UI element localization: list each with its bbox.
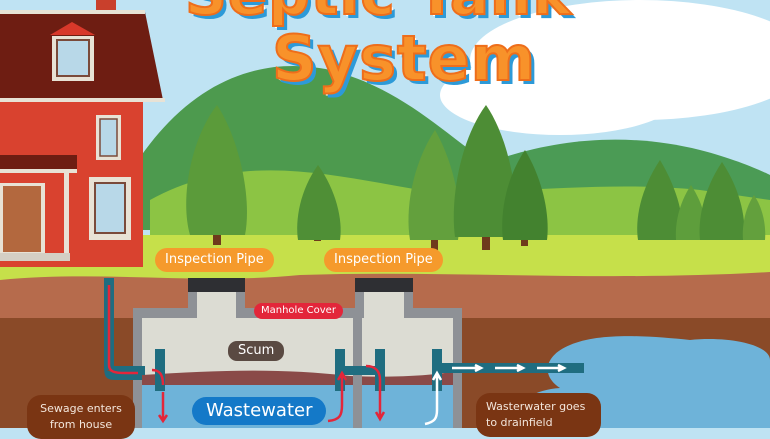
pine-tree-icon bbox=[675, 185, 707, 240]
arrow-icon bbox=[424, 370, 443, 426]
manhole-cover-left bbox=[188, 278, 245, 292]
sewage-enters-label: Sewage enters from house bbox=[27, 395, 135, 439]
pine-tree-icon bbox=[637, 160, 683, 240]
title-line-1: Septic Tank bbox=[184, 0, 572, 29]
trees bbox=[186, 105, 766, 253]
pine-tree-icon bbox=[408, 130, 460, 253]
manhole-cover-label: Manhole Cover bbox=[254, 303, 343, 319]
pine-tree-icon bbox=[453, 105, 517, 250]
cloud bbox=[440, 55, 680, 135]
arrow-icon bbox=[452, 363, 567, 373]
pine-tree-icon bbox=[502, 150, 548, 246]
inspection-pipe-label-right: Inspection Pipe bbox=[324, 248, 443, 272]
drainfield-label: Wasterwater goes to drainfield bbox=[476, 393, 601, 437]
flow-arrows bbox=[107, 285, 567, 426]
pine-tree-icon bbox=[186, 105, 247, 245]
arrow-icon bbox=[151, 368, 165, 386]
arrow-icon bbox=[107, 285, 138, 375]
arrow-icon bbox=[327, 370, 348, 423]
arrow-icon bbox=[157, 392, 169, 424]
pine-tree-icon bbox=[742, 195, 766, 240]
arrow-icon bbox=[365, 364, 386, 422]
pine-tree-icon bbox=[297, 165, 341, 241]
pine-tree-icon bbox=[699, 162, 745, 240]
house-illustration bbox=[0, 0, 165, 267]
inspection-pipe-label-left: Inspection Pipe bbox=[155, 248, 274, 272]
wastewater-label: Wastewater bbox=[192, 397, 327, 425]
manhole-cover-right bbox=[355, 278, 413, 292]
title-line-2: System bbox=[271, 21, 537, 96]
scum-label: Scum bbox=[228, 341, 285, 361]
